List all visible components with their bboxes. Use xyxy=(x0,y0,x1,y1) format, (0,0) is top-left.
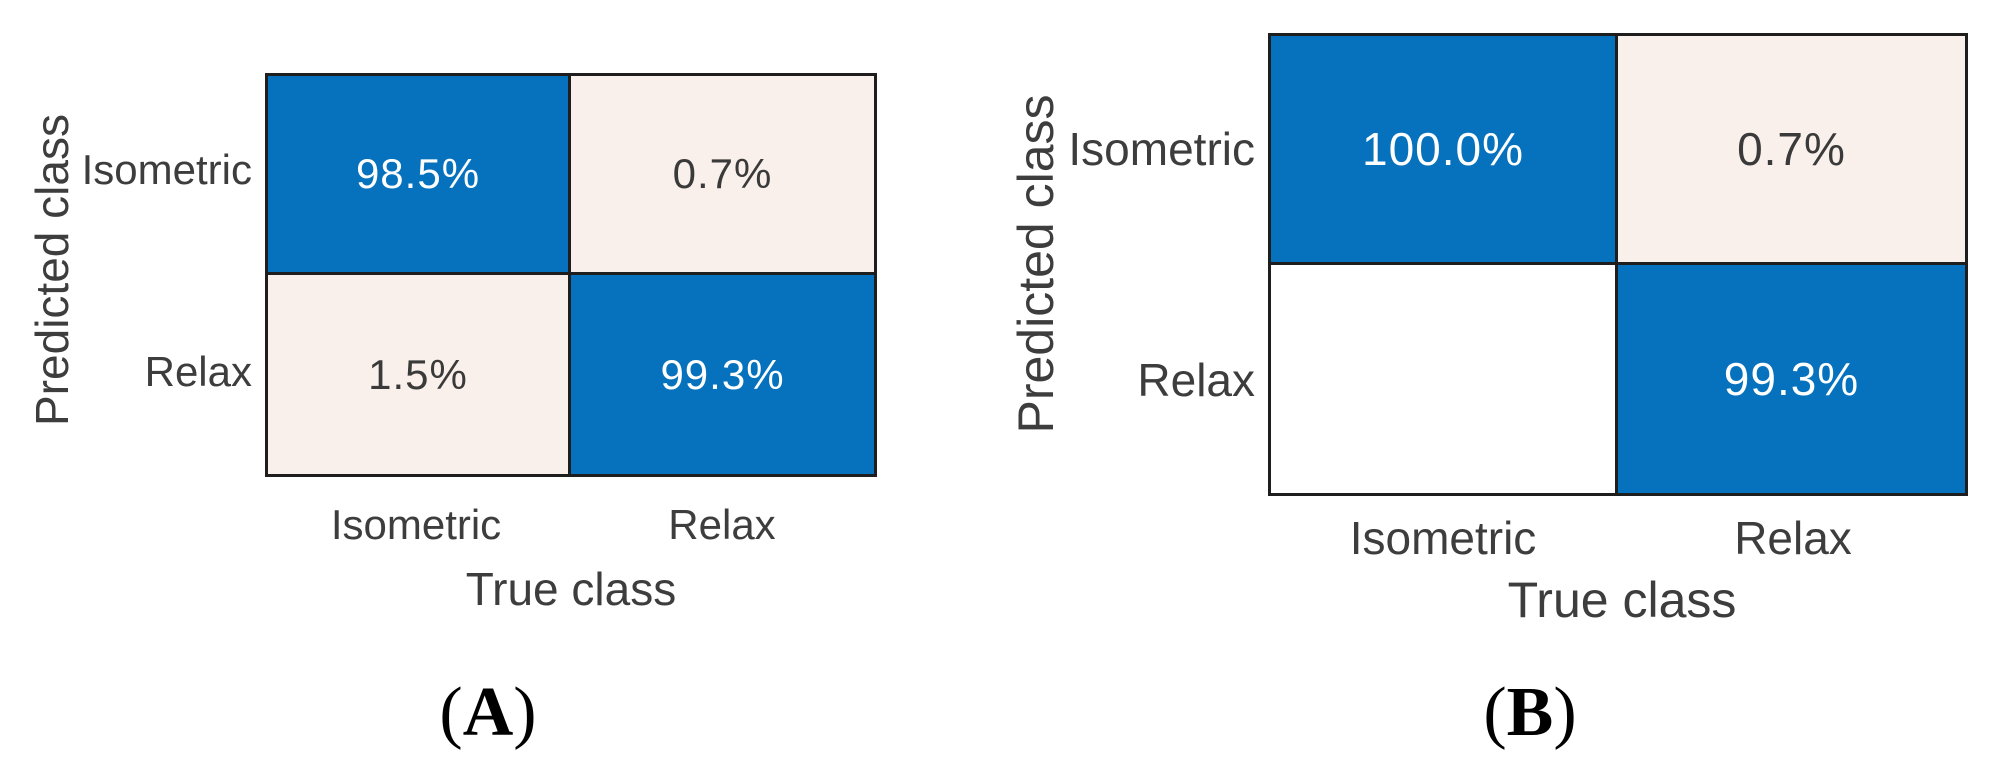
panel-a-x-axis-label: True class xyxy=(465,563,677,615)
panel-a-cell-isometric-isometric: 98.5% xyxy=(268,76,571,275)
panel-a-row-tick-relax: Relax xyxy=(144,348,252,396)
panel-b-cell-isometric-relax: 0.7% xyxy=(1618,36,1965,265)
panel-b-x-axis-label: True class xyxy=(1507,572,1737,628)
panel-a-col-tick-isometric: Isometric xyxy=(330,501,502,548)
panel-a-caption-close-paren: ) xyxy=(513,674,537,751)
panel-b-row-tick-relax: Relax xyxy=(1137,353,1255,406)
panel-a-row-tick-isometric: Isometric xyxy=(81,146,252,194)
panel-a-caption-open-paren: ( xyxy=(439,674,463,751)
panel-a-cell-relax-relax: 99.3% xyxy=(571,275,874,474)
panel-b-caption-letter: B xyxy=(1506,674,1554,751)
panel-a-caption: (A) xyxy=(439,673,536,753)
panel-b-row-tick-isometric: Isometric xyxy=(1068,122,1255,175)
panel-a-col-tick-relax: Relax xyxy=(668,501,776,548)
panel-b-confusion-matrix: 100.0% 0.7% 99.3% xyxy=(1268,33,1968,496)
panel-a-cell-isometric-relax: 0.7% xyxy=(571,76,874,275)
panel-a-confusion-matrix: 98.5% 0.7% 1.5% 99.3% xyxy=(265,73,877,477)
panel-b-caption-open-paren: ( xyxy=(1483,674,1507,751)
panel-b-col-tick-isometric: Isometric xyxy=(1349,512,1537,564)
panel-a-cell-relax-isometric: 1.5% xyxy=(268,275,571,474)
panel-b-y-axis-label: Predicted class xyxy=(1008,94,1064,434)
panel-a-y-axis-label: Predicted class xyxy=(26,114,78,426)
panel-b-cell-relax-isometric xyxy=(1271,264,1618,493)
panel-b-caption: (B) xyxy=(1483,673,1576,753)
panel-b-cell-relax-relax: 99.3% xyxy=(1618,264,1965,493)
panel-a-caption-letter: A xyxy=(462,674,514,751)
panel-b-caption-close-paren: ) xyxy=(1553,674,1577,751)
panel-b-col-tick-relax: Relax xyxy=(1734,512,1852,564)
panel-b-cell-isometric-isometric: 100.0% xyxy=(1271,36,1618,265)
